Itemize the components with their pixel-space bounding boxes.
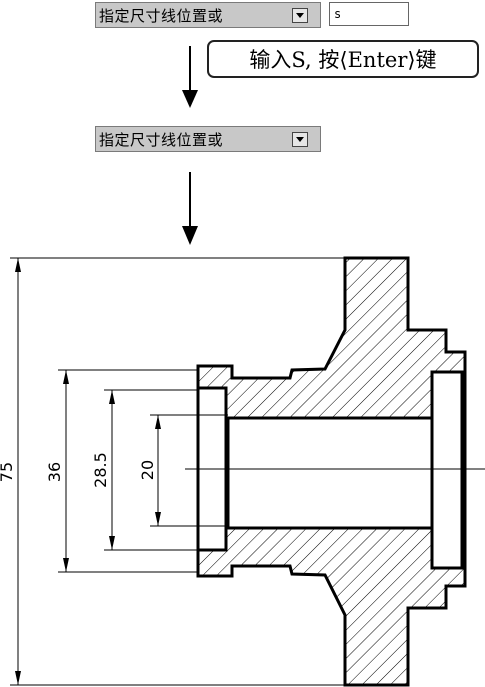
dropdown-arrow-icon[interactable] <box>292 7 308 23</box>
command-prompt-top: 指定尺寸线位置或 <box>95 2 321 28</box>
instruction-text: 输入S, 按⟨Enter⟩键 <box>249 48 437 72</box>
dim-75: 75 <box>0 462 16 482</box>
instruction-callout: 输入S, 按⟨Enter⟩键 <box>207 40 479 78</box>
part-section <box>196 256 467 687</box>
flow-arrow-down-icon <box>182 172 198 245</box>
command-prompt-bottom: 指定尺寸线位置或 <box>95 126 321 152</box>
dim-28-5: 28.5 <box>91 452 110 488</box>
dim-20: 20 <box>138 460 157 480</box>
dim-36: 36 <box>45 462 64 482</box>
dropdown-arrow-icon[interactable] <box>292 131 308 147</box>
prompt-label-bottom: 指定尺寸线位置或 <box>99 130 224 149</box>
command-input[interactable] <box>329 2 409 26</box>
prompt-label-top: 指定尺寸线位置或 <box>99 6 224 25</box>
flow-arrow-down-icon <box>182 46 198 108</box>
